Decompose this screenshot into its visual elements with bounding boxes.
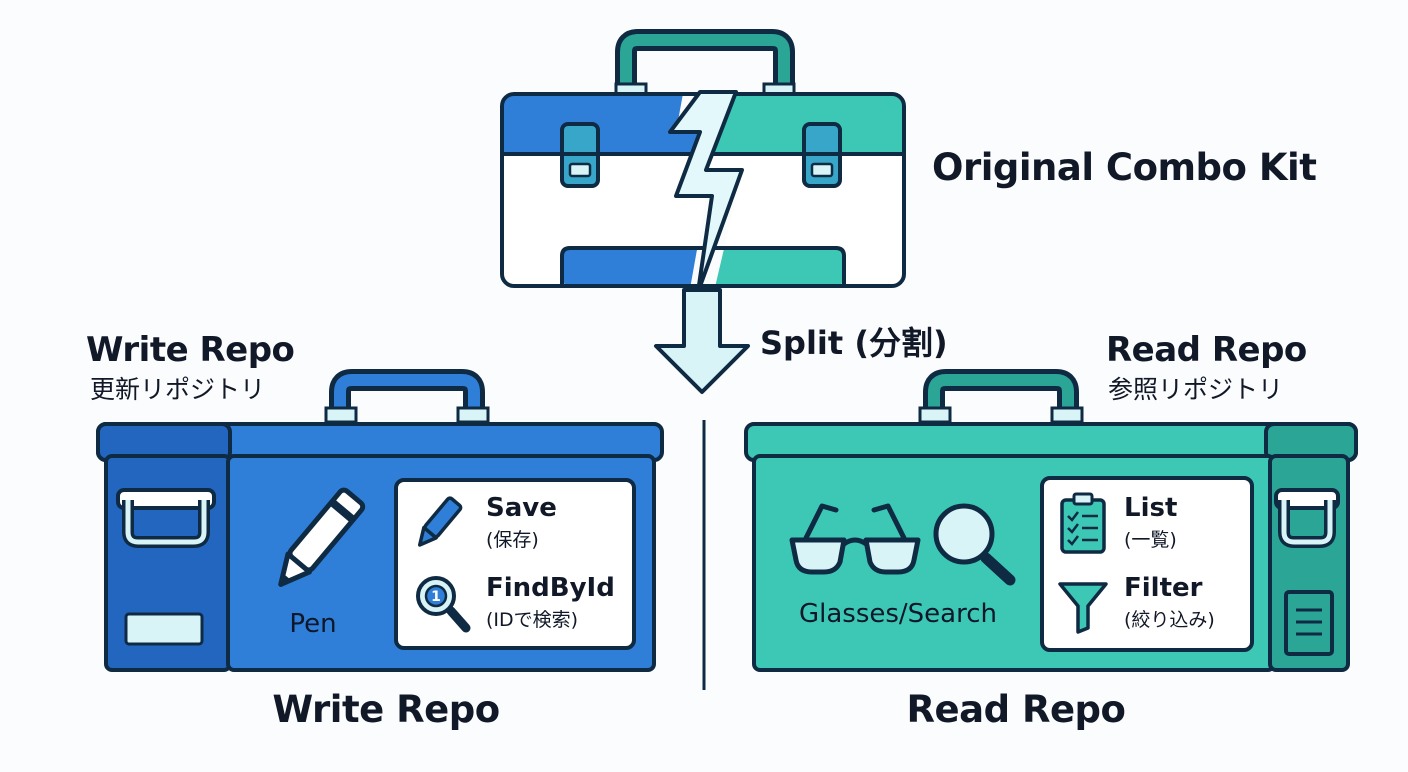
write-item-findbyid-label: FindById bbox=[486, 573, 615, 603]
write-repo-tag-subtitle: 更新リポジトリ bbox=[90, 375, 266, 404]
write-side-latch-icon bbox=[116, 488, 216, 548]
original-combo-kit bbox=[500, 29, 906, 294]
magnifier-one-icon: 1 bbox=[416, 576, 471, 633]
glasses-icon bbox=[789, 503, 921, 575]
split-label: Split (分割) bbox=[760, 324, 948, 362]
read-repo-bottom-title: Read Repo bbox=[906, 688, 1126, 731]
read-side-latch-icon bbox=[1274, 488, 1340, 548]
glasses-search-tool-label: Glasses/Search bbox=[798, 599, 998, 629]
svg-text:1: 1 bbox=[431, 589, 441, 605]
read-side-document-icon bbox=[1284, 590, 1334, 656]
write-methods-card bbox=[394, 478, 636, 650]
write-item-findbyid-sub: (IDで検索) bbox=[486, 609, 579, 631]
write-repo-box: 1 bbox=[96, 369, 664, 672]
read-item-list-sub: (一覧) bbox=[1124, 529, 1177, 551]
write-repo-tag-title: Write Repo bbox=[86, 330, 295, 370]
read-repo-tag-subtitle: 参照リポジトリ bbox=[1108, 375, 1284, 404]
write-side-label-plate bbox=[124, 612, 204, 646]
original-kit-title: Original Combo Kit bbox=[932, 146, 1317, 189]
write-item-save-label: Save bbox=[486, 493, 557, 523]
lightning-split-icon bbox=[668, 90, 744, 294]
read-repo-box bbox=[744, 369, 1358, 672]
pen-tool-icon bbox=[278, 487, 366, 587]
write-repo-bottom-title: Write Repo bbox=[272, 688, 500, 731]
original-kit-handle bbox=[614, 29, 796, 100]
pen-tool-label: Pen bbox=[289, 609, 337, 639]
read-repo-tag-title: Read Repo bbox=[1106, 330, 1307, 370]
clipboard-list-icon bbox=[1060, 492, 1106, 554]
pen-icon bbox=[417, 496, 463, 547]
funnel-icon bbox=[1058, 582, 1108, 634]
read-item-list-label: List bbox=[1124, 493, 1178, 523]
search-magnifier-icon bbox=[933, 503, 1016, 586]
read-item-filter-sub: (絞り込み) bbox=[1124, 609, 1215, 631]
write-item-save-sub: (保存) bbox=[486, 529, 539, 551]
read-item-filter-label: Filter bbox=[1124, 573, 1203, 603]
split-arrow-icon bbox=[654, 288, 750, 394]
